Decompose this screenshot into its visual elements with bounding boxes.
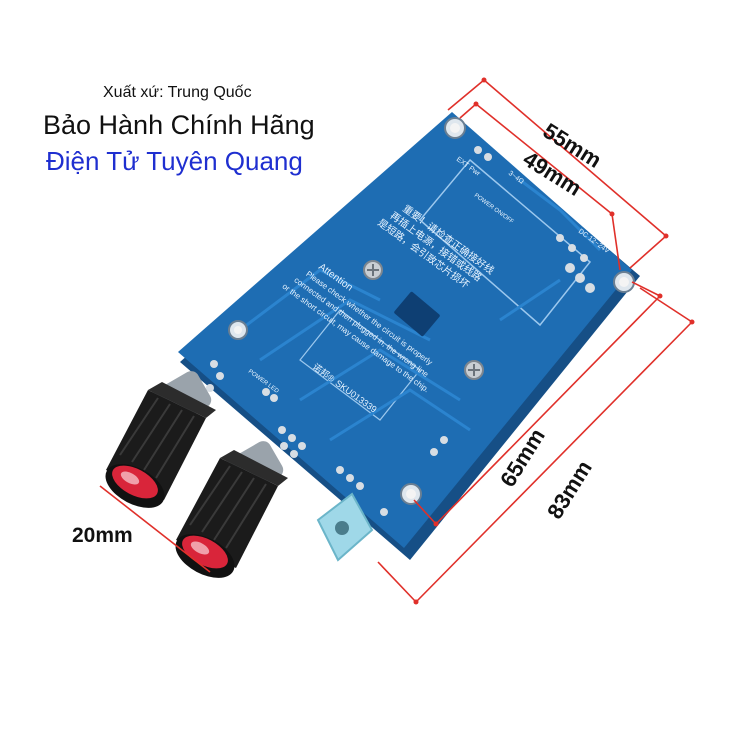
- audio-jack: [316, 492, 374, 562]
- dim-83-ext-a: [639, 287, 693, 323]
- dimension-knob-height: 20mm: [72, 524, 133, 547]
- dim-65-line: [435, 295, 661, 525]
- tone-knob: [175, 441, 288, 578]
- warranty-text: Bảo Hành Chính Hãng: [43, 110, 315, 140]
- silk-outline: [418, 158, 592, 327]
- shop-name: Điện Tử Tuyên Quang: [46, 146, 303, 176]
- dim-83-line: [415, 321, 693, 603]
- origin-text: Xuất xứ: Trung Quốc: [103, 84, 252, 101]
- dim-65-ext-a: [631, 281, 661, 297]
- dim-65-ext-b: [413, 499, 437, 525]
- silk-outline-2: [299, 309, 421, 421]
- dim-55-ext-a: [447, 79, 485, 111]
- volume-knob: [105, 371, 216, 508]
- measure-ticks: [413, 77, 695, 605]
- measure-lines: [99, 79, 693, 603]
- dim-49-ext-a: [459, 103, 477, 119]
- solder-pads: [206, 146, 595, 516]
- mounting-holes: [228, 117, 635, 505]
- dim-83-ext-b: [377, 561, 417, 603]
- dim-55-ext-b: [629, 235, 667, 269]
- dim-55-line: [483, 79, 667, 237]
- dim-20-line: [99, 485, 211, 573]
- dim-49-line: [475, 103, 613, 215]
- pcb-traces: [239, 178, 602, 442]
- dim-49-ext-b: [611, 213, 621, 271]
- screws: [363, 260, 484, 380]
- chip-footprint: [394, 291, 440, 337]
